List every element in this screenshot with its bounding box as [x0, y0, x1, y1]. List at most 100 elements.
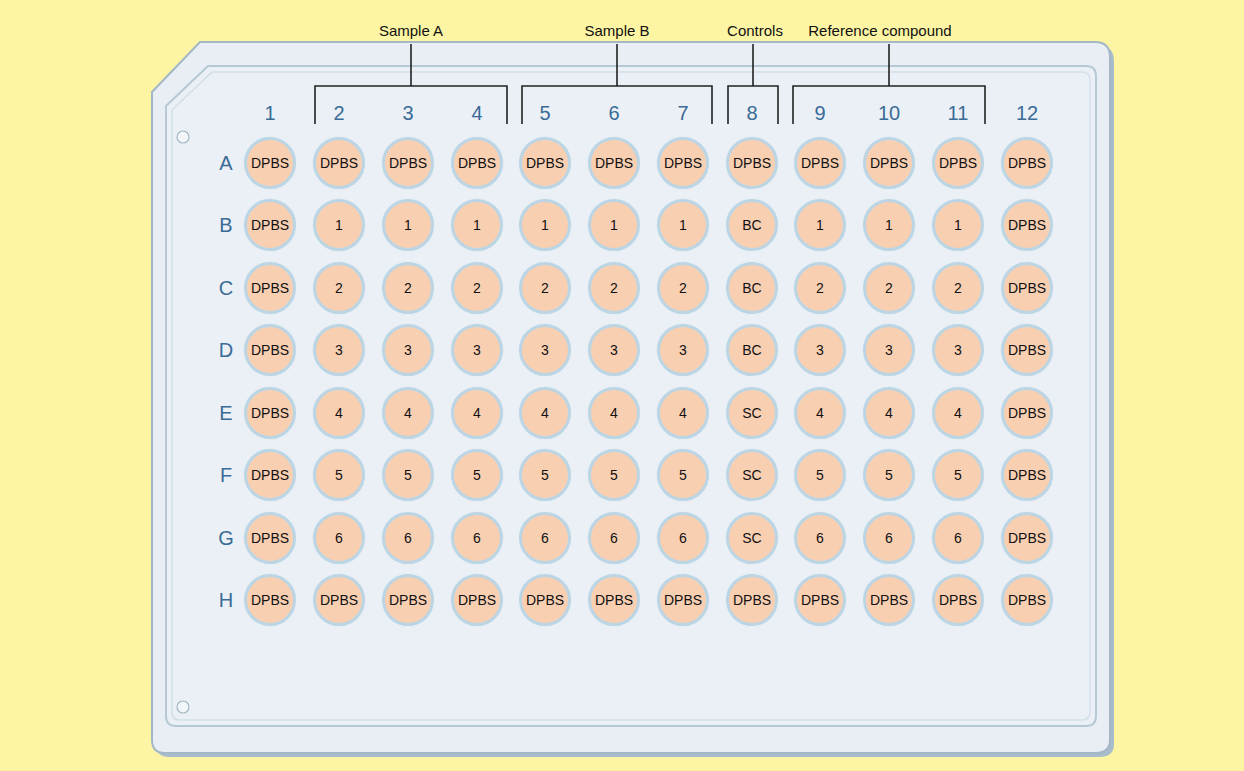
plate-well: DPBS: [1001, 262, 1053, 314]
well-label: 4: [404, 405, 412, 421]
well-label: 5: [473, 467, 481, 483]
plate-well: 6: [451, 512, 503, 564]
well-label: DPBS: [595, 155, 633, 171]
plate-well: 4: [588, 387, 640, 439]
well-label: DPBS: [939, 155, 977, 171]
well-label: 4: [954, 405, 962, 421]
well-label: DPBS: [1008, 217, 1046, 233]
plate-well: 2: [519, 262, 571, 314]
plate-well: BC: [726, 324, 778, 376]
plate-well: 1: [451, 199, 503, 251]
column-number: 3: [402, 102, 413, 125]
bracket: [522, 44, 712, 124]
well-label: 6: [335, 530, 343, 546]
well-label: 1: [404, 217, 412, 233]
plate-well: 6: [932, 512, 984, 564]
plate-inner-line: [172, 72, 1090, 720]
well-label: BC: [742, 280, 761, 296]
column-number: 10: [878, 102, 900, 125]
plate-well: 6: [382, 512, 434, 564]
plate-well: 1: [382, 199, 434, 251]
plate-well: DPBS: [519, 137, 571, 189]
group-label: Sample A: [379, 22, 443, 39]
plate-well: 2: [313, 262, 365, 314]
well-label: DPBS: [1008, 467, 1046, 483]
bracket: [315, 44, 507, 124]
plate-well: 6: [657, 512, 709, 564]
plate-well: 5: [657, 449, 709, 501]
plate-well: DPBS: [244, 324, 296, 376]
well-label: DPBS: [1008, 155, 1046, 171]
row-letter: C: [219, 277, 233, 300]
well-label: 5: [335, 467, 343, 483]
well-label: 1: [679, 217, 687, 233]
well-label: 3: [954, 342, 962, 358]
group-label: Sample B: [584, 22, 649, 39]
bracket: [728, 44, 778, 124]
well-label: 5: [404, 467, 412, 483]
well-label: DPBS: [320, 592, 358, 608]
well-label: 2: [541, 280, 549, 296]
well-label: SC: [742, 405, 761, 421]
plate-well: DPBS: [244, 574, 296, 626]
plate-well: 2: [657, 262, 709, 314]
well-label: DPBS: [251, 405, 289, 421]
well-label: SC: [742, 467, 761, 483]
row-letter: G: [218, 527, 234, 550]
well-label: 5: [816, 467, 824, 483]
plate-well: 1: [313, 199, 365, 251]
well-label: DPBS: [939, 592, 977, 608]
row-letter: E: [219, 402, 232, 425]
well-label: DPBS: [1008, 592, 1046, 608]
row-letter: B: [219, 214, 232, 237]
well-label: DPBS: [733, 592, 771, 608]
well-label: 4: [610, 405, 618, 421]
plate-well: 1: [932, 199, 984, 251]
plate-well: 5: [451, 449, 503, 501]
well-label: 6: [954, 530, 962, 546]
plate-well: DPBS: [1001, 137, 1053, 189]
group-brackets: [315, 44, 985, 124]
well-label: 1: [885, 217, 893, 233]
well-label: DPBS: [389, 155, 427, 171]
plate-well: DPBS: [657, 137, 709, 189]
plate-mark: [177, 131, 189, 143]
plate-well: DPBS: [657, 574, 709, 626]
plate-well: DPBS: [932, 137, 984, 189]
well-label: SC: [742, 530, 761, 546]
plate-well: 4: [657, 387, 709, 439]
plate-well: 2: [863, 262, 915, 314]
well-label: DPBS: [1008, 280, 1046, 296]
plate-well: DPBS: [382, 574, 434, 626]
well-label: 4: [335, 405, 343, 421]
well-label: 4: [885, 405, 893, 421]
well-label: DPBS: [733, 155, 771, 171]
well-label: 6: [679, 530, 687, 546]
well-label: 3: [404, 342, 412, 358]
plate-well: 2: [932, 262, 984, 314]
column-number: 11: [948, 102, 969, 125]
well-label: DPBS: [251, 530, 289, 546]
plate-well: 6: [313, 512, 365, 564]
group-label: Reference compound: [808, 22, 951, 39]
well-label: 5: [954, 467, 962, 483]
well-label: 2: [404, 280, 412, 296]
plate-well: DPBS: [244, 199, 296, 251]
column-number: 5: [539, 102, 550, 125]
plate-well: 4: [519, 387, 571, 439]
plate-well: 4: [932, 387, 984, 439]
well-label: DPBS: [389, 592, 427, 608]
plate-well: DPBS: [1001, 512, 1053, 564]
well-label: 6: [473, 530, 481, 546]
well-label: 4: [679, 405, 687, 421]
well-label: BC: [742, 217, 761, 233]
plate-well: 1: [657, 199, 709, 251]
well-label: 1: [816, 217, 824, 233]
well-label: 3: [335, 342, 343, 358]
well-label: DPBS: [320, 155, 358, 171]
plate-well: 4: [451, 387, 503, 439]
column-number: 4: [471, 102, 482, 125]
well-label: 1: [335, 217, 343, 233]
column-number: 2: [333, 102, 344, 125]
plate-well: 3: [657, 324, 709, 376]
